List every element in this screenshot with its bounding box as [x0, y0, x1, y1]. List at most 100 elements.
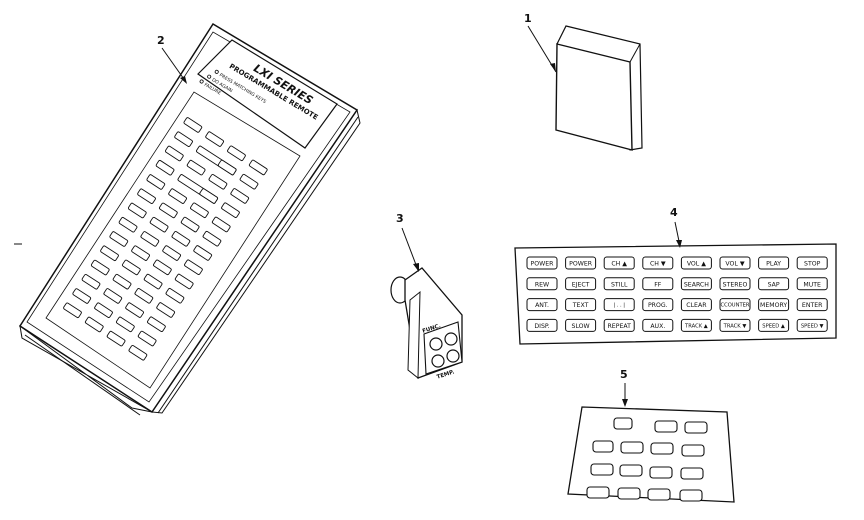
sticker-key-frame [526, 318, 558, 332]
sticker-key-frame [719, 318, 751, 332]
sticker-key: SAP [758, 277, 790, 291]
remote-key [121, 259, 141, 276]
sticker-key-label: SLOW [572, 323, 590, 330]
remote-key [109, 231, 129, 247]
overlay-key-hole [679, 489, 703, 502]
overlay-key-hole [590, 463, 614, 476]
sticker-key: REW [526, 277, 558, 291]
remote-key [171, 231, 191, 247]
sticker-key: ENTER [796, 298, 828, 312]
sticker-key-label: POWER [569, 261, 593, 268]
remote-key [164, 145, 184, 162]
remote-key [193, 245, 213, 261]
arrow-2 [180, 76, 187, 84]
sticker-key-frame [796, 298, 828, 312]
sticker-key: POWER [565, 256, 597, 270]
overlay-key-hole [647, 488, 671, 501]
remote-key [221, 202, 240, 218]
overlay-key-hole [592, 440, 614, 453]
sticker-key-label: STILL [611, 281, 628, 288]
sticker-key-frame [565, 256, 597, 270]
sticker-key-frame [680, 277, 712, 291]
sticker-key-label: SPEED ▲ [762, 323, 785, 329]
sticker-key-frame [603, 318, 635, 332]
sticker-key: VOL ▲ [680, 256, 712, 270]
sticker-key-frame [603, 298, 635, 312]
remote-key [239, 173, 259, 190]
sticker-key-label: ANT. [535, 302, 549, 309]
remote-key [84, 316, 104, 333]
button-overlay [567, 406, 735, 503]
overlay-key-hole [620, 441, 644, 454]
overlay-key-hole [680, 467, 704, 480]
sticker-key: TEXT [565, 298, 597, 312]
sticker-key: VOL ▼ [719, 256, 751, 270]
overlay-key-hole [619, 464, 643, 477]
sticker-key: SLOW [565, 318, 597, 332]
sticker-key-frame [758, 318, 790, 332]
sticker-key: DISP. [526, 318, 558, 332]
remote-key [100, 245, 119, 261]
sticker-key: STEREO [719, 277, 751, 291]
sticker-key: AUX. [642, 318, 674, 332]
remote-key [199, 188, 219, 204]
sticker-key-label: SEARCH [684, 281, 709, 288]
sticker-key: TRACK ▲ [680, 318, 712, 332]
remote-key [156, 302, 175, 318]
remote-key [159, 202, 178, 219]
sticker-key-frame [565, 318, 597, 332]
callout-1: 1 [524, 12, 532, 25]
remote-body [18, 22, 359, 414]
overlay-key-hole [613, 417, 633, 430]
remote-key [112, 273, 132, 290]
adapter-knob-1 [429, 337, 443, 351]
sticker-key-label: REPEAT [608, 323, 632, 330]
sticker-key-frame [680, 256, 712, 270]
sticker-key-label: CCOUNTER [720, 303, 749, 309]
remote-key [134, 288, 154, 304]
overlay-key-hole [654, 420, 678, 433]
sticker-key-frame [526, 277, 558, 291]
sticker-key: SPEED ▼ [796, 318, 828, 332]
remote-key [174, 131, 193, 147]
sticker-key: POWER [526, 256, 558, 270]
sticker-key: TRACK ▼ [719, 318, 751, 332]
sticker-key: REPEAT [603, 318, 635, 332]
adapter-knob-2 [444, 332, 458, 346]
remote-key [147, 316, 166, 332]
adapter-knob-4 [446, 349, 460, 363]
sticker-key: SEARCH [680, 277, 712, 291]
sticker-key-label: TRACK ▼ [723, 323, 747, 329]
sticker-key-frame [526, 298, 558, 312]
sticker-key-label: FF [654, 281, 662, 288]
sticker-key-label: AUX. [650, 323, 665, 330]
sticker-key-label: SAP [768, 281, 780, 288]
sticker-key-label: | . . | [613, 303, 625, 309]
remote-key [149, 216, 169, 233]
remote-key [190, 202, 209, 218]
remote-key [81, 274, 101, 290]
programmable-remote: LXI SERIES PROGRAMMABLE REMOTE PRESS MAT… [18, 22, 361, 416]
sticker-key-frame [758, 298, 790, 312]
sticker-key-label: VOL ▲ [687, 261, 706, 268]
sticker-key-label: VOL ▼ [725, 261, 744, 268]
overlay-key-hole [617, 487, 641, 500]
sticker-key: | . . | [603, 298, 635, 312]
sticker-key-frame [603, 277, 635, 291]
remote-key [125, 302, 144, 318]
sticker-key-label: EJECT [572, 281, 590, 288]
remote-key [248, 159, 268, 176]
sticker-key: CLEAR [680, 298, 712, 312]
manual-booklet [555, 25, 643, 151]
remote-key [140, 231, 160, 247]
remote-display [197, 39, 338, 149]
leader-3 [401, 227, 419, 271]
arrow-5 [622, 399, 628, 407]
remote-key [143, 273, 163, 290]
remote-base-line [24, 334, 141, 416]
sticker-key-frame [758, 256, 790, 270]
remote-key [227, 145, 246, 161]
sticker-key: FF [642, 277, 674, 291]
sticker-key: ANT. [526, 298, 558, 312]
remote-key [137, 188, 156, 204]
